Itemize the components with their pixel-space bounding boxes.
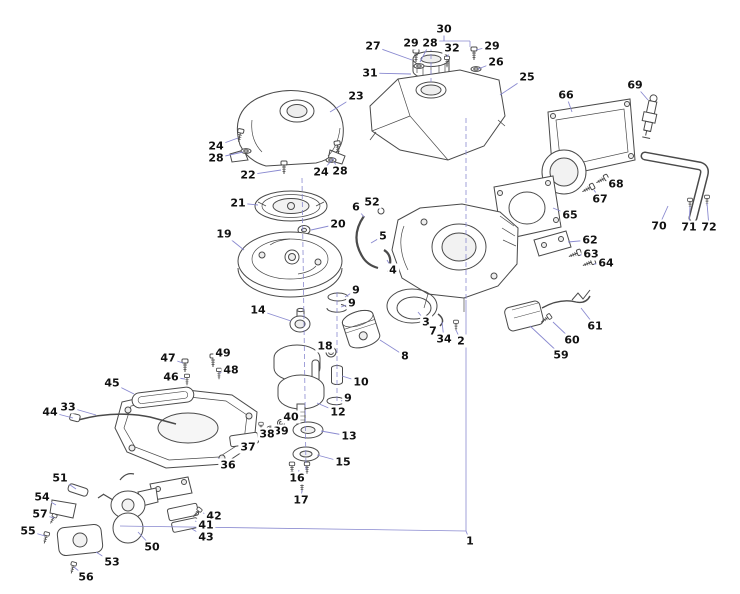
- part-label-1: 1: [464, 534, 476, 548]
- part-label-65: 65: [560, 208, 580, 222]
- part-label-28: 28: [420, 36, 440, 50]
- part-label-2: 2: [455, 334, 467, 348]
- part-label-30: 30: [434, 22, 454, 36]
- part-label-34: 34: [434, 332, 454, 346]
- fuel-tank-drawing: [369, 69, 506, 161]
- part-label-67: 67: [590, 192, 610, 206]
- part-label-41: 41: [196, 518, 216, 532]
- part-label-17: 17: [291, 493, 311, 507]
- part-label-48: 48: [221, 363, 241, 377]
- part-label-29: 29: [482, 39, 502, 53]
- part-label-60: 60: [562, 333, 582, 347]
- part-label-24: 24: [311, 165, 331, 179]
- part-label-12: 12: [328, 405, 348, 419]
- part-label-61: 61: [585, 319, 605, 333]
- crankshaft-drawing: [273, 307, 325, 433]
- primer-pump-drawing: [49, 483, 104, 557]
- part-label-28: 28: [330, 164, 350, 178]
- carry-handle-drawing: [640, 151, 709, 223]
- part-label-21: 21: [228, 196, 248, 210]
- throttle-cable-drawing: [69, 412, 177, 425]
- fan-cover-drawing: [229, 89, 346, 167]
- flywheel-drawing: [237, 231, 343, 298]
- part-label-68: 68: [606, 177, 626, 191]
- part-label-50: 50: [142, 540, 162, 554]
- part-label-55: 55: [18, 524, 38, 538]
- part-label-45: 45: [102, 376, 122, 390]
- part-label-56: 56: [76, 570, 96, 584]
- part-label-64: 64: [596, 256, 616, 270]
- part-label-19: 19: [214, 227, 234, 241]
- part-label-46: 46: [161, 370, 181, 384]
- part-label-7: 7: [427, 324, 439, 338]
- part-label-32: 32: [442, 41, 462, 55]
- part-label-27: 27: [363, 39, 383, 53]
- part-label-66: 66: [556, 88, 576, 102]
- part-label-72: 72: [699, 220, 719, 234]
- part-label-26: 26: [486, 55, 506, 69]
- part-label-6: 6: [350, 200, 362, 214]
- part-label-33: 33: [58, 400, 78, 414]
- part-label-18: 18: [315, 339, 335, 353]
- part-label-15: 15: [333, 455, 353, 469]
- part-label-38: 38: [257, 427, 277, 441]
- part-label-40: 40: [281, 410, 301, 424]
- part-label-54: 54: [32, 490, 52, 504]
- part-label-5: 5: [377, 229, 389, 243]
- bearing-drawing: [292, 421, 324, 439]
- part-label-57: 57: [30, 507, 50, 521]
- part-label-62: 62: [580, 233, 600, 247]
- part-label-71: 71: [679, 220, 699, 234]
- part-label-37: 37: [238, 440, 258, 454]
- part-label-47: 47: [158, 351, 178, 365]
- stop-switch-bracket-drawing: [533, 230, 572, 257]
- ignition-coil-drawing: [504, 289, 591, 332]
- part-label-36: 36: [218, 458, 238, 472]
- part-label-3: 3: [420, 315, 432, 329]
- part-label-43: 43: [196, 530, 216, 544]
- part-label-14: 14: [248, 303, 268, 317]
- part-label-28: 28: [206, 151, 226, 165]
- part-label-8: 8: [399, 349, 411, 363]
- part-label-23: 23: [346, 89, 366, 103]
- seal-ring-drawing: [386, 288, 444, 327]
- intake-gaskets-drawing: [166, 502, 200, 533]
- part-label-10: 10: [351, 375, 371, 389]
- part-label-9: 9: [346, 296, 358, 310]
- part-label-13: 13: [339, 429, 359, 443]
- handle-grip-drawing: [131, 386, 195, 409]
- part-label-51: 51: [50, 471, 70, 485]
- part-label-16: 16: [287, 471, 307, 485]
- part-label-29: 29: [401, 36, 421, 50]
- part-label-69: 69: [625, 78, 645, 92]
- part-label-53: 53: [102, 555, 122, 569]
- part-label-31: 31: [360, 66, 380, 80]
- part-label-59: 59: [551, 348, 571, 362]
- part-label-4: 4: [387, 263, 399, 277]
- part-label-9: 9: [342, 391, 354, 405]
- crankcase-half-drawing: [114, 388, 258, 469]
- part-label-25: 25: [517, 70, 537, 84]
- cylinder-block-drawing: [391, 203, 519, 312]
- part-label-20: 20: [328, 217, 348, 231]
- part-label-52: 52: [362, 195, 382, 209]
- part-label-70: 70: [649, 219, 669, 233]
- starter-pulley-drawing: [254, 190, 328, 235]
- carburetor-drawing: [97, 473, 193, 544]
- part-label-49: 49: [213, 346, 233, 360]
- part-label-44: 44: [40, 405, 60, 419]
- part-label-24: 24: [206, 139, 226, 153]
- spark-plug-drawing: [641, 94, 658, 140]
- part-label-63: 63: [581, 247, 601, 261]
- part-label-9: 9: [350, 283, 362, 297]
- part-label-22: 22: [238, 168, 258, 182]
